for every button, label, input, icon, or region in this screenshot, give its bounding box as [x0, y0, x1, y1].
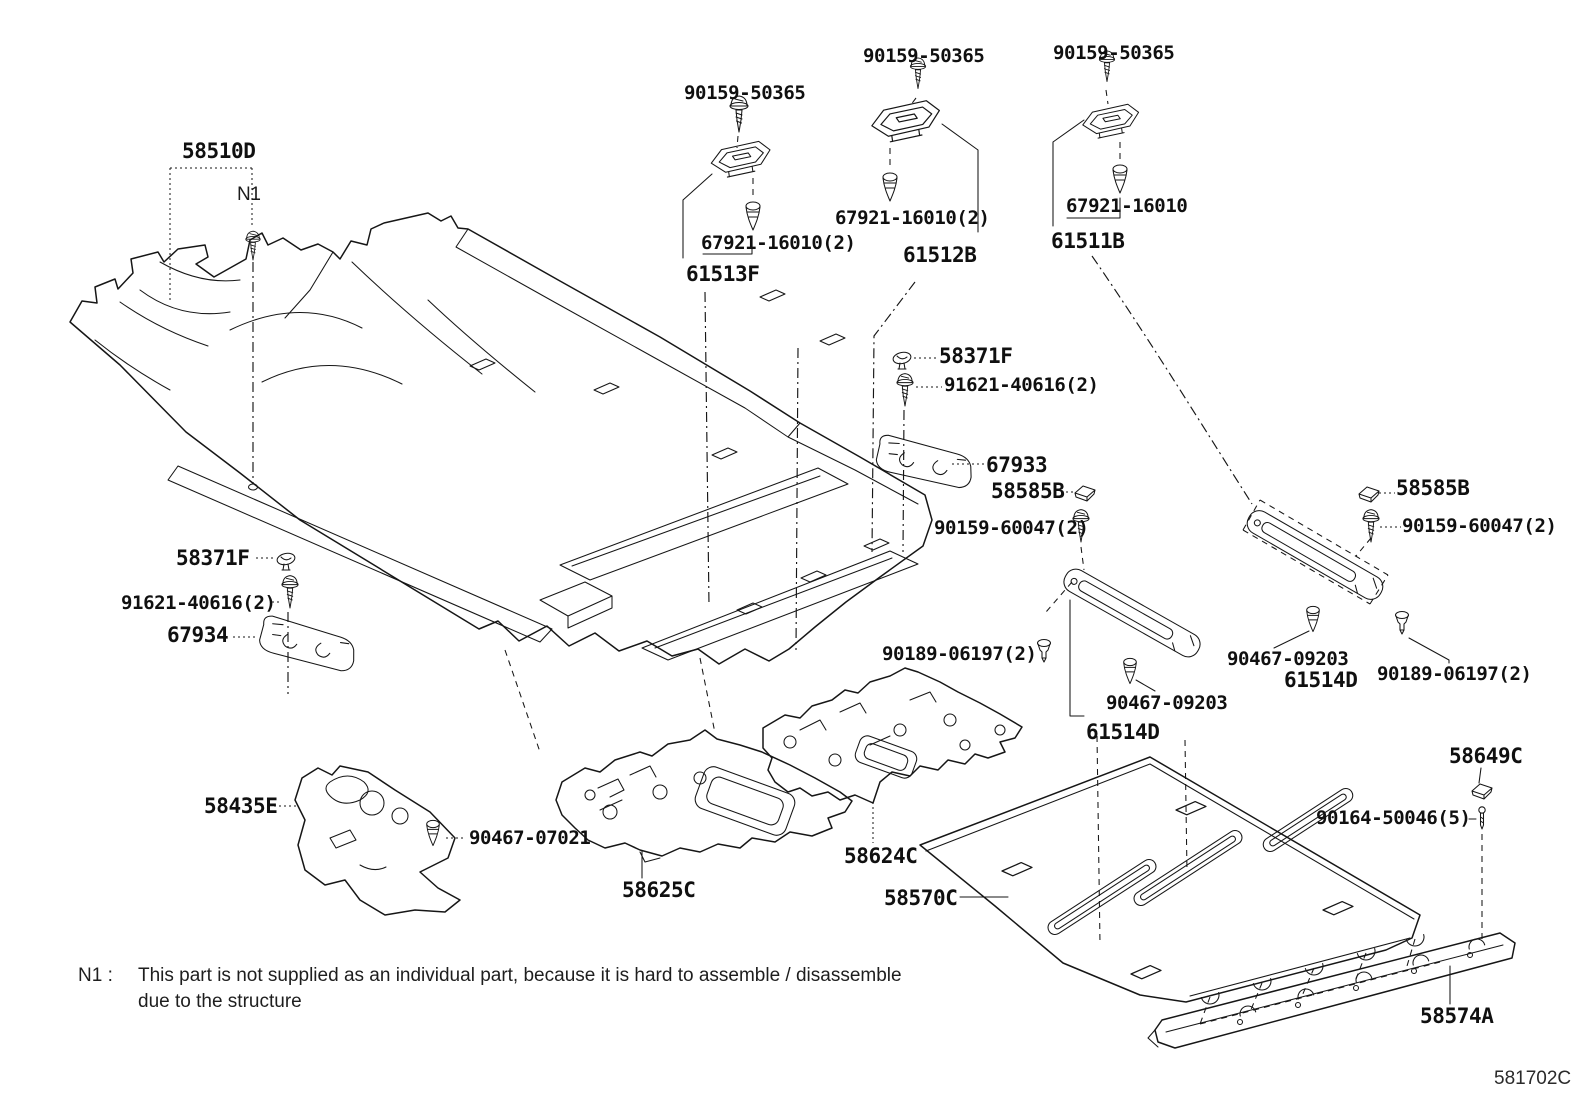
- part-label-90467-09203-r: 90467-09203: [1227, 648, 1349, 670]
- part-label-90164-50046: 90164-50046(5): [1316, 807, 1471, 829]
- footnote-text: This part is not supplied as an individu…: [138, 963, 902, 1015]
- part-label-90189-06197-l: 90189-06197(2): [882, 643, 1037, 665]
- fastener-glyphs: [245, 50, 1493, 847]
- part-label-90467-09203-l: 90467-09203: [1106, 692, 1228, 714]
- footnote-prefix: N1 :: [78, 965, 113, 986]
- footnote-line-1: This part is not supplied as an individu…: [138, 965, 902, 986]
- rocker-edge: [167, 465, 553, 643]
- footnote: N1 : This part is not supplied as an ind…: [78, 963, 902, 1015]
- floor-panel-front-58625C: [555, 729, 853, 863]
- part-label-67934: 67934: [167, 623, 229, 647]
- part-label-67921-16010-c: 67921-16010: [1066, 195, 1188, 217]
- part-label-61512B: 61512B: [903, 243, 977, 267]
- part-label-90159-60047-r: 90159-60047(2): [1402, 515, 1557, 537]
- part-label-61513F: 61513F: [686, 262, 760, 286]
- part-label-58371F-l: 58371F: [176, 546, 250, 570]
- part-label-58570C: 58570C: [884, 886, 958, 910]
- part-label-58585B-l: 58585B: [991, 479, 1065, 503]
- part-label-90159-50365-c: 90159-50365: [1053, 42, 1175, 64]
- part-label-61511B: 61511B: [1051, 229, 1125, 253]
- leader-lines: [169, 89, 1482, 1005]
- part-label-58574A: 58574A: [1420, 1004, 1494, 1028]
- diagram-code: 581702C: [1494, 1068, 1572, 1089]
- part-label-58371F-r: 58371F: [939, 344, 1013, 368]
- part-label-58625C: 58625C: [622, 878, 696, 902]
- footnote-line-2: due to the structure: [138, 991, 302, 1012]
- rear-mat-58570C: [919, 756, 1425, 1005]
- part-label-67921-16010-b: 67921-16010(2): [835, 207, 990, 229]
- hook-brackets: [253, 426, 978, 684]
- part-label-90159-50365-b: 90159-50365: [863, 45, 985, 67]
- part-label-67921-16010-a: 67921-16010(2): [701, 232, 856, 254]
- front-carpet-outline: [69, 212, 933, 665]
- part-label-61514D-r: 61514D: [1284, 668, 1358, 692]
- sill-plates: [1045, 499, 1389, 662]
- part-label-90189-06197-r: 90189-06197(2): [1377, 663, 1532, 685]
- floor-panel-rear-58624C: [762, 667, 1023, 804]
- part-label-90467-07021: 90467-07021: [469, 827, 591, 849]
- part-label-58435E: 58435E: [204, 794, 278, 818]
- part-label-67933: 67933: [986, 453, 1048, 477]
- part-label-61514D-l: 61514D: [1086, 720, 1160, 744]
- insulator-58435E: [294, 765, 461, 916]
- seat-rails: [539, 467, 919, 661]
- part-label-58649C: 58649C: [1449, 744, 1523, 768]
- part-label-90159-50365-a: 90159-50365: [684, 82, 806, 104]
- part-label-91621-40616-r: 91621-40616(2): [944, 374, 1099, 396]
- part-label-90159-60047-l: 90159-60047(2): [934, 517, 1089, 539]
- part-label-N1: N1: [237, 184, 261, 205]
- part-label-58624C: 58624C: [844, 844, 918, 868]
- part-label-91621-40616-l: 91621-40616(2): [121, 592, 276, 614]
- sill-strip-58574A: [1147, 834, 1516, 1049]
- part-label-58510D: 58510D: [182, 139, 256, 163]
- cowl-trim-cups: [708, 98, 1142, 180]
- carpet-floor-holes: [247, 289, 890, 615]
- part-label-58585B-r: 58585B: [1396, 476, 1470, 500]
